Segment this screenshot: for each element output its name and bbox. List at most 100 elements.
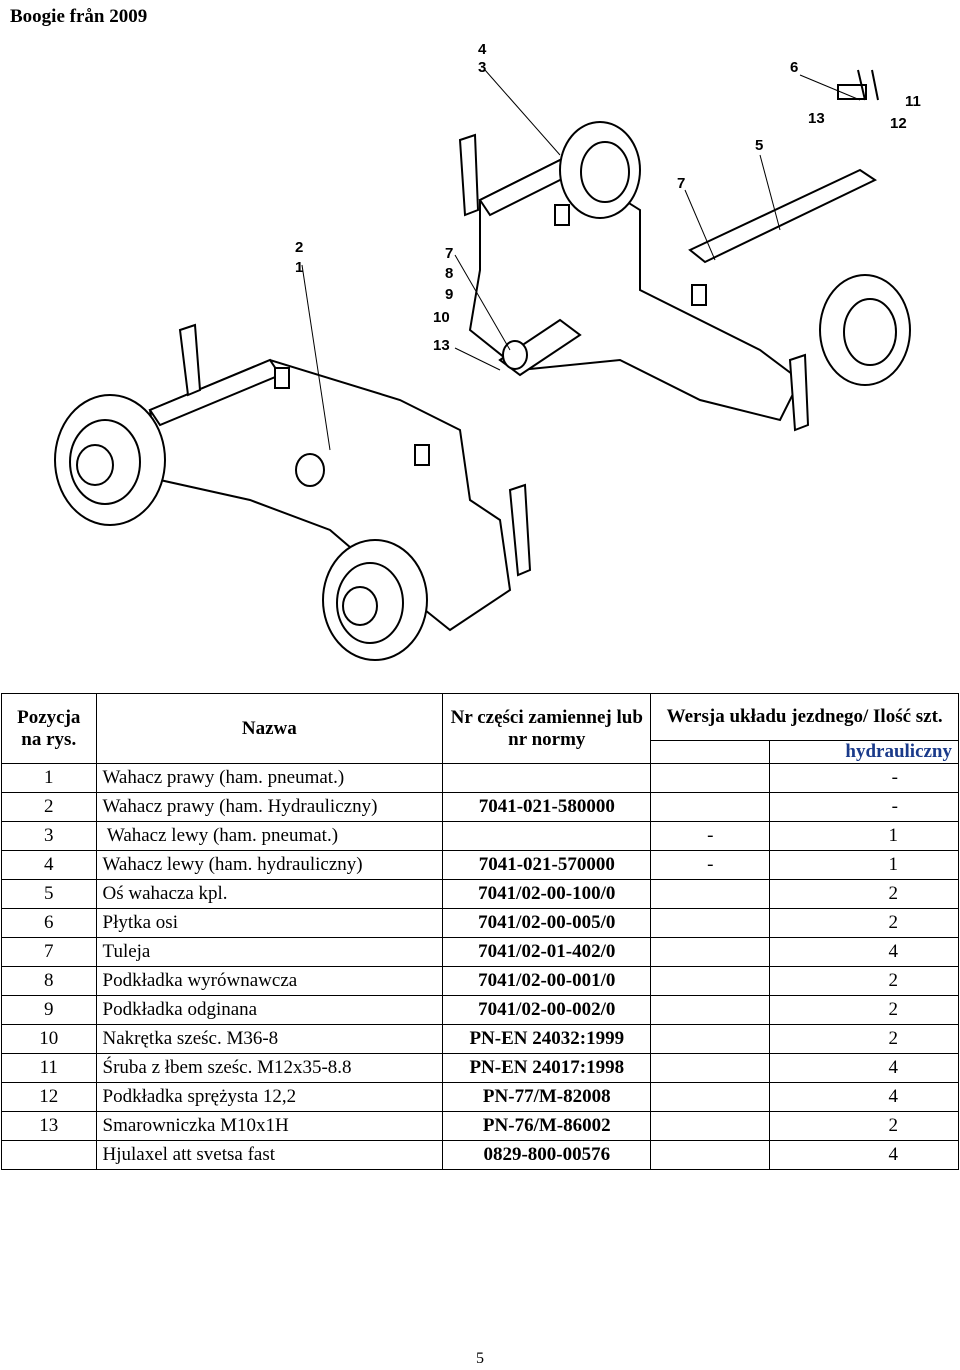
cell-name: Śruba z łbem sześc. M12x35-8.8	[95, 1053, 444, 1083]
cell-version-pneumatic	[650, 763, 771, 793]
cell-version-pneumatic	[650, 937, 771, 967]
callout-label: 2	[295, 239, 303, 256]
cell-position: 2	[1, 792, 97, 822]
callout-label: 13	[808, 110, 825, 127]
callout-label: 11	[905, 93, 921, 110]
cell-version-hydraulic: -	[769, 763, 959, 793]
cell-name: Smarowniczka M10x1H	[95, 1111, 444, 1141]
cell-part-no	[442, 821, 652, 851]
cell-version-hydraulic: 1	[769, 821, 959, 851]
cell-version-hydraulic: 4	[769, 1140, 959, 1170]
cell-part-no: 7041-021-580000	[442, 792, 652, 822]
callout-label: 10	[433, 309, 450, 326]
cell-name: Nakrętka sześc. M36-8	[95, 1024, 444, 1054]
cell-part-no: 7041/02-00-001/0	[442, 966, 652, 996]
cell-version-pneumatic	[650, 1111, 771, 1141]
parts-table: Pozycja na rys. Nazwa Nr części zamienne…	[1, 693, 959, 1170]
cell-part-no	[442, 763, 652, 793]
cell-position: 3	[1, 821, 97, 851]
header-hydraulic: hydrauliczny	[769, 740, 959, 764]
cell-name: Tuleja	[95, 937, 444, 967]
cell-version-pneumatic	[650, 908, 771, 938]
callout-label: 12	[890, 115, 907, 132]
cell-part-no: 0829-800-00576	[442, 1140, 652, 1170]
cell-version-pneumatic: -	[650, 821, 771, 851]
cell-part-no: PN-EN 24017:1998	[442, 1053, 652, 1083]
cell-part-no: 7041/02-00-005/0	[442, 908, 652, 938]
cell-version-pneumatic	[650, 792, 771, 822]
cell-name: Wahacz lewy (ham. pneumat.)	[95, 821, 444, 851]
cell-position: 8	[1, 966, 97, 996]
cell-version-pneumatic	[650, 1140, 771, 1170]
cell-position: 9	[1, 995, 97, 1025]
cell-version-hydraulic: -	[769, 792, 959, 822]
bogie-drawing: 4 3 6 11 13 12 5 7 2 1 7 8 9 10 13	[54, 41, 921, 661]
callout-label: 13	[433, 337, 450, 354]
cell-version-hydraulic: 2	[769, 1111, 959, 1141]
cell-position	[1, 1140, 97, 1170]
cell-version-hydraulic: 1	[769, 850, 959, 880]
cell-part-no: PN-EN 24032:1999	[442, 1024, 652, 1054]
cell-position: 4	[1, 850, 97, 880]
cell-name: Wahacz prawy (ham. Hydrauliczny)	[95, 792, 444, 822]
cell-version-pneumatic	[650, 1024, 771, 1054]
header-part-no: Nr części zamiennej lub nr normy	[442, 693, 652, 764]
cell-position: 12	[1, 1082, 97, 1112]
cell-name: Płytka osi	[95, 908, 444, 938]
cell-part-no: 7041-021-570000	[442, 850, 652, 880]
cell-position: 10	[1, 1024, 97, 1054]
callout-label: 4	[478, 41, 487, 58]
header-version-pneumatic	[650, 740, 771, 764]
cell-part-no: 7041/02-00-100/0	[442, 879, 652, 909]
page-number: 5	[476, 1350, 484, 1367]
callout-label: 8	[445, 265, 453, 282]
table-row: 3 Wahacz lewy (ham. pneumat.) -1	[1, 821, 959, 851]
cell-version-hydraulic: 2	[769, 1024, 959, 1054]
cell-version-hydraulic: 4	[769, 1053, 959, 1083]
cell-part-no: PN-76/M-86002	[442, 1111, 652, 1141]
cell-version-pneumatic	[650, 995, 771, 1025]
header-name: Nazwa	[95, 693, 444, 764]
cell-name: Podkładka sprężysta 12,2	[95, 1082, 444, 1112]
cell-position: 11	[1, 1053, 97, 1083]
cell-part-no: 7041/02-00-002/0	[442, 995, 652, 1025]
page-title: Boogie från 2009	[10, 6, 148, 27]
cell-name: Podkładka odginana	[95, 995, 444, 1025]
callout-label: 9	[445, 286, 453, 303]
cell-version-hydraulic: 4	[769, 937, 959, 967]
callout-label: 7	[677, 175, 685, 192]
cell-version-hydraulic: 4	[769, 1082, 959, 1112]
callout-label: 5	[755, 137, 763, 154]
cell-version-pneumatic	[650, 1053, 771, 1083]
cell-version-hydraulic: 2	[769, 879, 959, 909]
cell-name: Hjulaxel att svetsa fast	[95, 1140, 444, 1170]
callout-label: 7	[445, 245, 453, 262]
callout-label: 3	[478, 59, 486, 76]
cell-position: 7	[1, 937, 97, 967]
callout-label: 6	[790, 59, 798, 76]
cell-version-pneumatic: -	[650, 850, 771, 880]
cell-version-pneumatic	[650, 966, 771, 996]
cell-version-hydraulic: 2	[769, 908, 959, 938]
cell-position: 13	[1, 1111, 97, 1141]
cell-position: 5	[1, 879, 97, 909]
cell-part-no: PN-77/M-82008	[442, 1082, 652, 1112]
cell-version-hydraulic: 2	[769, 966, 959, 996]
cell-name: Wahacz prawy (ham. pneumat.)	[95, 763, 444, 793]
cell-version-hydraulic: 2	[769, 995, 959, 1025]
cell-name: Podkładka wyrównawcza	[95, 966, 444, 996]
cell-version-pneumatic	[650, 1082, 771, 1112]
